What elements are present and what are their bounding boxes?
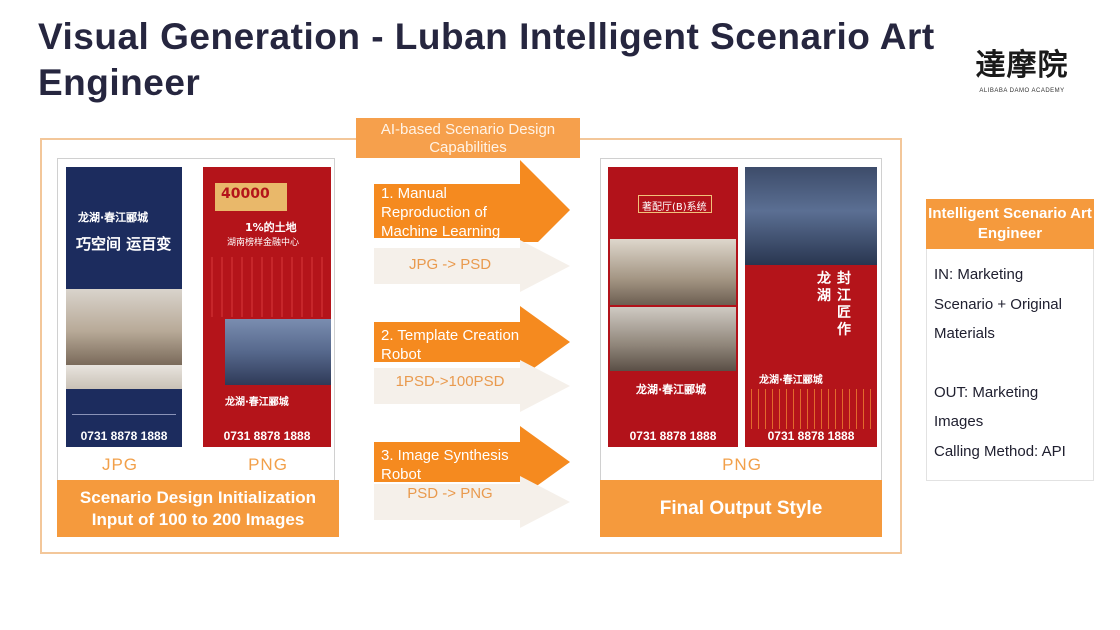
step-1-label: 1. Manual Reproduction of Machine Learni… — [381, 185, 501, 240]
poster-headline: 巧空间 运百变 — [76, 235, 172, 253]
slide-title: Visual Generation - Luban Intelligent Sc… — [38, 16, 935, 103]
poster-phone: 0731 8878 1888 — [80, 429, 168, 443]
poster-phone: 0731 8878 1888 — [223, 429, 311, 443]
city-photo — [225, 319, 331, 385]
poster-line2: 湖南榜样金融中心 — [227, 238, 300, 248]
engineer-line: Materials — [934, 325, 995, 342]
input-caption-line2: Input of 100 to 200 Images — [91, 510, 305, 529]
engineer-line: Images — [934, 413, 984, 430]
step-ghost-arrow-1 — [374, 240, 574, 296]
output-poster-left: 著配厅(B)系统 龙湖·春江郦城 0731 8878 1888 — [608, 167, 738, 447]
room-photo-lower — [66, 365, 182, 389]
input-poster-png: 40000 1%的土地 湖南榜样金融中心 龙湖·春江郦城 0731 8878 1… — [203, 167, 331, 447]
output-caption-box: Final Output Style — [600, 480, 882, 537]
step-2-sub: 1PSD->100PSD — [395, 373, 505, 390]
step-arrow-2 — [374, 306, 574, 378]
poster-brand: 龙湖·春江郦城 — [759, 375, 823, 386]
poster-phone: 0731 8878 1888 — [629, 429, 717, 443]
poster-header-box — [638, 195, 712, 213]
step-ghost-arrow-3-shape — [374, 476, 570, 528]
city-photo — [745, 167, 877, 265]
engineer-line: Scenario + Original — [934, 295, 1062, 313]
label-jpg: JPG — [101, 455, 139, 474]
decorative-glow — [745, 389, 877, 429]
step-ghost-arrow-1-shape — [374, 240, 570, 292]
label-png-output: PNG — [722, 455, 762, 474]
step-1-sub: JPG -> PSD — [408, 256, 492, 273]
poster-badge — [215, 183, 287, 211]
poster-line1: 1%的土地 — [245, 221, 297, 234]
step-ghost-arrow-2 — [374, 360, 574, 416]
input-poster-jpg: 龙湖·春江郦城 巧空间 运百变 0731 8878 1888 — [66, 167, 182, 447]
capability-banner: AI-based Scenario Design Capabilities — [356, 118, 580, 158]
room-photo — [610, 239, 736, 305]
decorative-bars — [203, 257, 331, 317]
poster-vertical-2: 封江匠作 — [837, 271, 851, 338]
engineer-panel-body: IN: Marketing Scenario + Original Materi… — [934, 260, 1092, 466]
step-3-label: 3. Image Synthesis Robot — [381, 447, 509, 483]
output-poster-right: 龙湖 封江匠作 龙湖·春江郦城 0731 8878 1888 — [745, 167, 877, 447]
poster-brand: 龙湖·春江郦城 — [78, 211, 149, 224]
poster-brand: 龙湖·春江郦城 — [636, 383, 707, 396]
step-3-sub: PSD -> PNG — [407, 485, 493, 502]
input-caption-box: Scenario Design Initialization Input of … — [57, 480, 339, 537]
engineer-panel-title: Intelligent Scenario Art Engineer — [926, 199, 1094, 249]
engineer-line: OUT: Marketing — [934, 383, 1039, 401]
poster-header: 著配厅(B)系统 — [642, 202, 707, 213]
signature-area — [72, 391, 176, 415]
step-arrow-1-shape — [374, 160, 570, 242]
input-caption-line1: Scenario Design Initialization — [79, 488, 317, 507]
step-ghost-arrow-2-shape — [374, 360, 570, 412]
bedroom-photo — [610, 307, 736, 371]
poster-vertical-1: 龙湖 — [817, 271, 831, 304]
logo-glyphs: 達摩院 — [975, 48, 1069, 83]
label-png-input: PNG — [248, 455, 288, 474]
damo-academy-logo: 達摩院 ALIBABA DAMO ACADEMY — [966, 48, 1078, 104]
step-arrow-2-shape — [374, 306, 570, 378]
room-photo — [66, 289, 182, 365]
step-2-label: 2. Template Creation Robot — [381, 327, 520, 363]
step-arrow-1 — [374, 160, 574, 242]
engineer-line: IN: Marketing — [934, 266, 1024, 283]
engineer-line — [934, 349, 1092, 378]
engineer-line: Calling Method: API — [934, 442, 1066, 460]
poster-brand: 龙湖·春江郦城 — [225, 397, 289, 408]
output-caption: Final Output Style — [659, 498, 823, 519]
step-ghost-arrow-3 — [374, 476, 574, 532]
poster-phone: 0731 8878 1888 — [767, 429, 855, 443]
logo-subtitle: ALIBABA DAMO ACADEMY — [979, 88, 1065, 94]
poster-badge-number: 40000 — [221, 186, 270, 202]
